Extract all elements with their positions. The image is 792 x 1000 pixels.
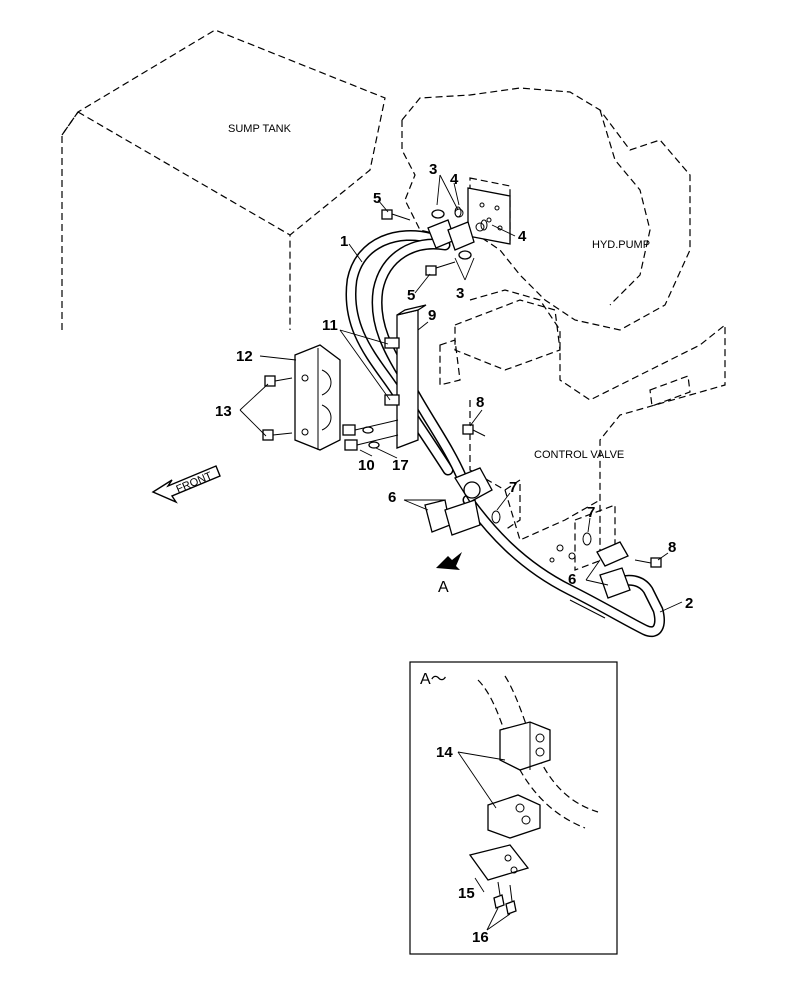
hyd-pump-label: HYD.PUMP [592,239,650,251]
valve-elbow-fitting [424,467,501,536]
callout-8-right: 8 [668,539,676,556]
o-rings-4 [454,206,488,231]
front-label: FRONT [174,470,214,496]
hose-1b [371,238,468,484]
hyd-pump-outline [401,87,691,331]
pump-port-block [467,187,511,245]
bolt-5-bottom [425,261,456,276]
clamp-plate-12 [294,344,341,451]
view-a-marker: A [438,579,449,596]
callout-7-right: 7 [587,504,595,521]
control-valve-outline [439,289,726,571]
callout-3-top: 3 [429,161,437,178]
bolt-13 [262,375,293,441]
detail-view-a [409,661,618,955]
hose-1 [345,229,454,476]
hose-2 [462,494,665,638]
view-a-arrow [436,552,462,570]
callout-3-bottom: 3 [456,285,464,302]
callout-9: 9 [428,307,436,324]
callout-10: 10 [358,457,375,474]
callout-4-right: 4 [518,228,527,245]
callout-14: 14 [436,744,453,761]
lower-flange-fittings [549,532,631,599]
sump-tank-label: SUMP TANK [228,123,292,135]
detail-view-title: A～ [420,671,447,688]
callout-12: 12 [236,348,253,365]
callout-2: 2 [685,595,693,612]
bolts-10-washers-17 [342,419,399,451]
callout-8-upper: 8 [476,394,484,411]
callout-4-top: 4 [450,171,459,188]
bracket-9 [384,304,427,449]
callout-15: 15 [458,885,475,902]
callout-16: 16 [472,929,489,946]
bolt-8-right [634,557,662,568]
callout-6-right: 6 [568,571,576,588]
bolt-5-top [381,209,411,221]
front-arrow [151,465,221,504]
callout-7-left: 7 [509,479,517,496]
pump-flange-fittings [427,208,485,260]
callout-5-bottom: 5 [407,287,415,304]
callout-13: 13 [215,403,232,420]
callout-5-top: 5 [373,190,381,207]
bolt-8-upper [462,424,486,437]
leader-lines [239,174,683,613]
callout-1: 1 [340,233,348,250]
callout-17: 17 [392,457,409,474]
control-valve-label: CONTROL VALVE [534,449,624,461]
callout-11: 11 [322,317,338,334]
callout-6-left: 6 [388,489,396,506]
sump-tank-outline [61,29,386,330]
